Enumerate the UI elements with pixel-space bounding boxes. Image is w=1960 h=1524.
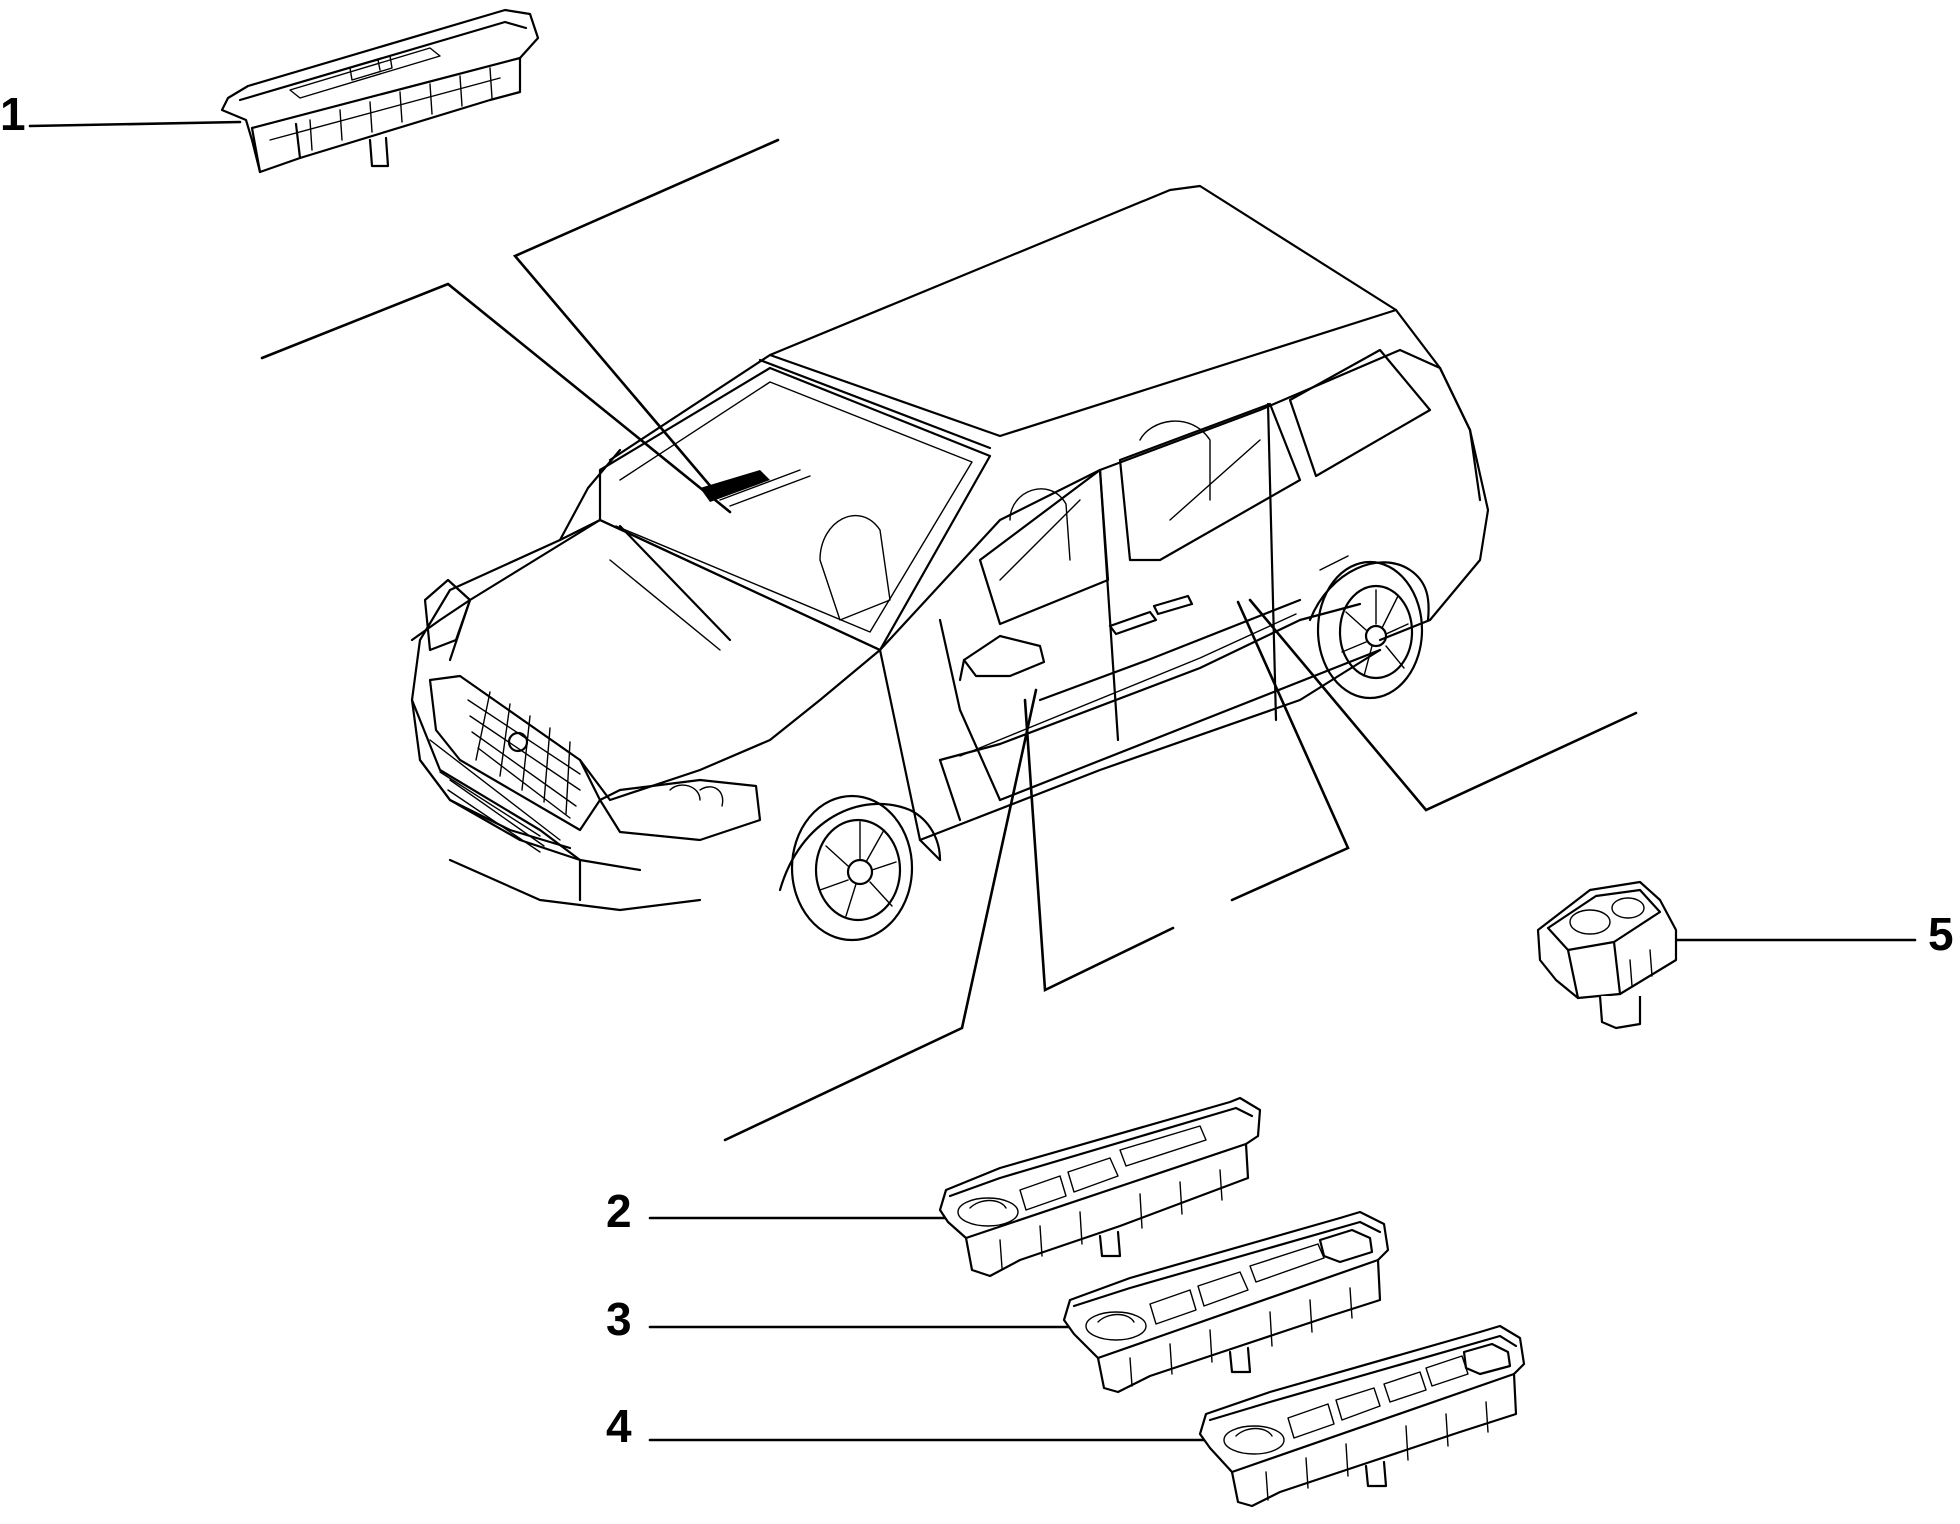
part-5-small-switch	[1536, 880, 1678, 1030]
reference-line-a	[260, 282, 732, 514]
part-2-window-panel	[938, 1096, 1262, 1278]
reference-line-b	[512, 138, 780, 490]
callout-label-5: 5	[1928, 908, 1954, 960]
vehicle-illustration	[410, 184, 1490, 942]
callout-label-3: 3	[606, 1293, 632, 1345]
leader-line-1	[28, 120, 242, 128]
reference-line-d	[1023, 698, 1175, 993]
callout-label-1: 1	[0, 88, 26, 140]
reference-line-f	[1248, 598, 1638, 812]
part-3-window-panel	[1062, 1210, 1390, 1394]
callout-label-2: 2	[606, 1185, 632, 1237]
part-4-window-panel	[1198, 1324, 1526, 1508]
reference-line-c	[723, 688, 1038, 1142]
callout-label-4: 4	[606, 1400, 632, 1452]
part-1-window-switch	[220, 8, 540, 174]
windshield-mark	[700, 470, 770, 502]
